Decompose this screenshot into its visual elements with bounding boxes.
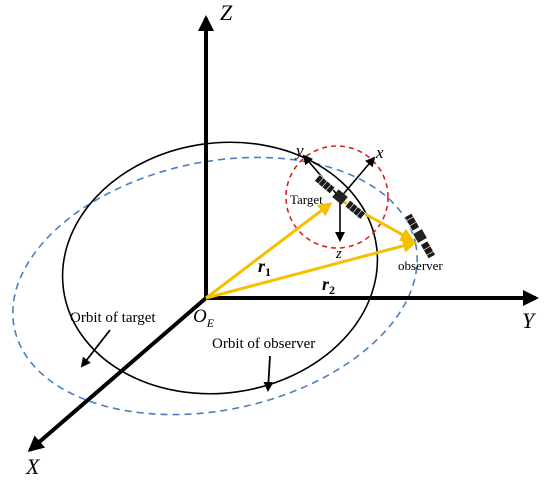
orbit-of-observer-label: Orbit of observer — [212, 336, 315, 352]
observer-label: observer — [398, 258, 443, 273]
r1-label: r1 — [258, 256, 271, 279]
r2-vector — [205, 239, 417, 300]
x-axis — [27, 296, 208, 452]
r2-label: r2 — [322, 274, 335, 297]
observer-satellite-icon — [404, 212, 436, 260]
z-axis-label: Z — [220, 0, 233, 25]
r1-vector — [205, 202, 333, 300]
orbit-of-target-label: Orbit of target — [70, 310, 156, 326]
orbit-target-pointer — [80, 329, 111, 368]
y-axis-label: Y — [522, 308, 537, 333]
orbit-observer-pointer — [263, 355, 274, 392]
target-local-frame-circle — [285, 145, 389, 249]
origin-label: OE — [193, 306, 215, 330]
target-satellite-icon — [314, 174, 366, 220]
x-axis-label: X — [25, 454, 41, 479]
local-y-label: y — [294, 141, 304, 160]
local-x-label: x — [375, 143, 384, 162]
target-orbit — [61, 141, 379, 395]
target-label: Target — [290, 192, 323, 207]
local-z-label: z — [335, 246, 342, 262]
local-x-axis — [339, 156, 376, 199]
